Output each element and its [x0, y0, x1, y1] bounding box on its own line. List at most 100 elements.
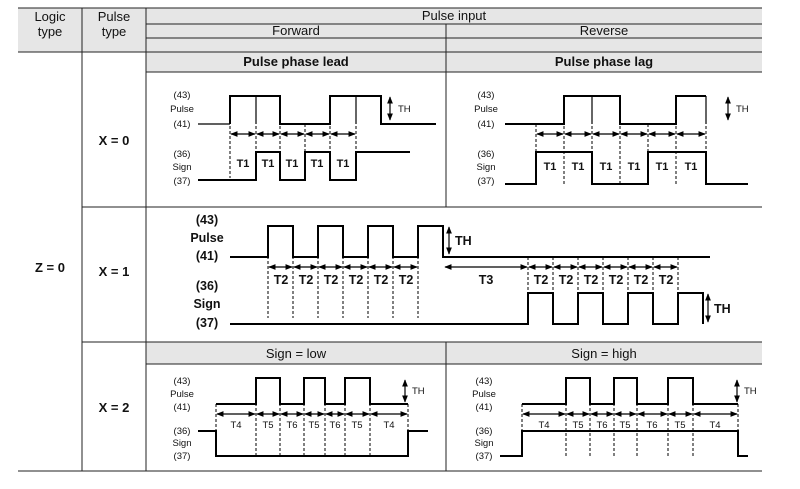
- x2r-t6-a: T6: [596, 420, 607, 431]
- x2f-t5-a: T5: [262, 420, 273, 431]
- x2r-t4-a: T4: [538, 420, 549, 431]
- x2r-th: TH: [744, 386, 757, 397]
- x1-t2-f1: T2: [274, 273, 289, 287]
- pulse-type-x1: X = 1: [99, 264, 130, 279]
- x2r-sign-label: Sign: [474, 438, 493, 449]
- subheader-pulse-phase-lag: Pulse phase lag: [555, 54, 653, 69]
- x0f-t1-3: T1: [286, 158, 299, 170]
- x1-t2-r2: T2: [559, 273, 574, 287]
- x1-t2-f5: T2: [374, 273, 389, 287]
- x2f-t6-a: T6: [286, 420, 297, 431]
- x0f-sign-pin-36: (36): [174, 149, 191, 160]
- x2f-t6-b: T6: [329, 420, 340, 431]
- x0r-t1-6: T1: [685, 161, 698, 173]
- x0-forward-diagram: (43) Pulse (41) TH (36) Sign (37) T1 T1 …: [170, 90, 436, 187]
- x1-t2-r5: T2: [634, 273, 649, 287]
- x1-sign-wave: [230, 292, 704, 325]
- x2r-t6-b: T6: [646, 420, 657, 431]
- x0r-pulse-wave: [505, 95, 706, 125]
- x0r-sign-wave: [505, 151, 748, 185]
- subheader-background: [146, 52, 762, 72]
- x2r-t5-b: T5: [619, 420, 630, 431]
- x0r-t1-5: T1: [656, 161, 669, 173]
- x2f-pulse-label: Pulse: [170, 389, 194, 400]
- x2r-t5-c: T5: [674, 420, 685, 431]
- x0f-t1-5: T1: [337, 158, 350, 170]
- subheader-sign-low: Sign = low: [266, 346, 327, 361]
- x2f-sign-pin-36: (36): [174, 426, 191, 437]
- header-reverse: Reverse: [580, 23, 628, 38]
- table-grid: [18, 7, 762, 472]
- x1-t2-r1: T2: [534, 273, 549, 287]
- x0f-sign-pin-37: (37): [174, 176, 191, 187]
- logic-type-z0: Z = 0: [35, 260, 65, 275]
- header-logic-type-line2: type: [38, 24, 63, 39]
- header-logic-type-line1: Logic: [34, 9, 66, 24]
- x1-t2-f3: T2: [324, 273, 339, 287]
- x1-th-sign: TH: [714, 302, 731, 316]
- x1-sign-pin-36: (36): [196, 279, 218, 293]
- x1-t2-r3: T2: [584, 273, 599, 287]
- x2-reverse-diagram: (43) Pulse (41) TH T4 T5 T6 T5 T6 T5 T4 …: [472, 376, 757, 462]
- x1-t2-r4: T2: [609, 273, 624, 287]
- header-pulse-type-line1: Pulse: [98, 9, 131, 24]
- pulse-type-x0: X = 0: [99, 133, 130, 148]
- header-pulse-type-line2: type: [102, 24, 127, 39]
- x2f-t4-a: T4: [230, 420, 241, 431]
- x0r-sign-label: Sign: [476, 162, 495, 173]
- x0r-t1-3: T1: [600, 161, 613, 173]
- x1-diagram: (43) Pulse (41) TH T2 T2 T2 T2 T2 T2 T3: [190, 213, 730, 330]
- header-forward: Forward: [272, 23, 320, 38]
- x1-t2-f6: T2: [399, 273, 414, 287]
- x1-pulse-pin-41: (41): [196, 249, 218, 263]
- x0f-pulse-pin-43: (43): [174, 90, 191, 101]
- x1-th-pulse: TH: [455, 234, 472, 248]
- subheader-background-row3: [146, 342, 762, 364]
- x0r-pulse-pin-41: (41): [478, 119, 495, 130]
- x0r-pulse-label: Pulse: [474, 104, 498, 115]
- x1-t2-f4: T2: [349, 273, 364, 287]
- x0f-sign-label: Sign: [172, 162, 191, 173]
- pulse-type-x2: X = 2: [99, 400, 130, 415]
- x0f-pulse-label: Pulse: [170, 104, 194, 115]
- x0r-pulse-pin-43: (43): [478, 90, 495, 101]
- x2r-sign-wave: [500, 430, 748, 457]
- x0r-t1-2: T1: [572, 161, 585, 173]
- x0r-sign-pin-36: (36): [478, 149, 495, 160]
- x2r-pulse-pin-41: (41): [476, 402, 493, 413]
- x1-pulse-wave: [230, 225, 710, 258]
- x1-sign-pin-37: (37): [196, 316, 218, 330]
- x1-pulse-label: Pulse: [190, 231, 223, 245]
- x2f-sign-wave: [198, 430, 428, 457]
- x2f-pulse-pin-41: (41): [174, 402, 191, 413]
- x0f-t1-2: T1: [262, 158, 275, 170]
- x1-t2-r6: T2: [659, 273, 674, 287]
- x2f-th: TH: [412, 386, 425, 397]
- x2f-t5-c: T5: [351, 420, 362, 431]
- x2r-sign-pin-37: (37): [476, 451, 493, 462]
- header-pulse-input: Pulse input: [422, 8, 487, 23]
- x2f-sign-label: Sign: [172, 438, 191, 449]
- x0r-th: TH: [736, 104, 749, 115]
- x0f-t1-4: T1: [311, 158, 324, 170]
- x2f-pulse-wave: [216, 377, 408, 405]
- x0r-t1-1: T1: [544, 161, 557, 173]
- x0r-t1-4: T1: [628, 161, 641, 173]
- x2-forward-diagram: (43) Pulse (41) TH T4 T5 T6 T5 T6 T5 T4 …: [170, 376, 428, 462]
- x2r-pulse-wave: [522, 377, 738, 405]
- x0f-th: TH: [398, 104, 411, 115]
- x0-reverse-diagram: (43) Pulse (41) TH (36) Sign (37) T1 T1 …: [474, 90, 749, 187]
- x2f-t4-b: T4: [383, 420, 394, 431]
- subheader-sign-high: Sign = high: [571, 346, 636, 361]
- x0f-t1-1: T1: [237, 158, 250, 170]
- subheader-pulse-phase-lead: Pulse phase lead: [243, 54, 349, 69]
- x2r-sign-pin-36: (36): [476, 426, 493, 437]
- x2r-t5-a: T5: [572, 420, 583, 431]
- x1-pulse-pin-43: (43): [196, 213, 218, 227]
- x2r-pulse-label: Pulse: [472, 389, 496, 400]
- x0r-sign-pin-37: (37): [478, 176, 495, 187]
- x2f-sign-pin-37: (37): [174, 451, 191, 462]
- x2r-pulse-pin-43: (43): [476, 376, 493, 387]
- x1-sign-label: Sign: [193, 297, 220, 311]
